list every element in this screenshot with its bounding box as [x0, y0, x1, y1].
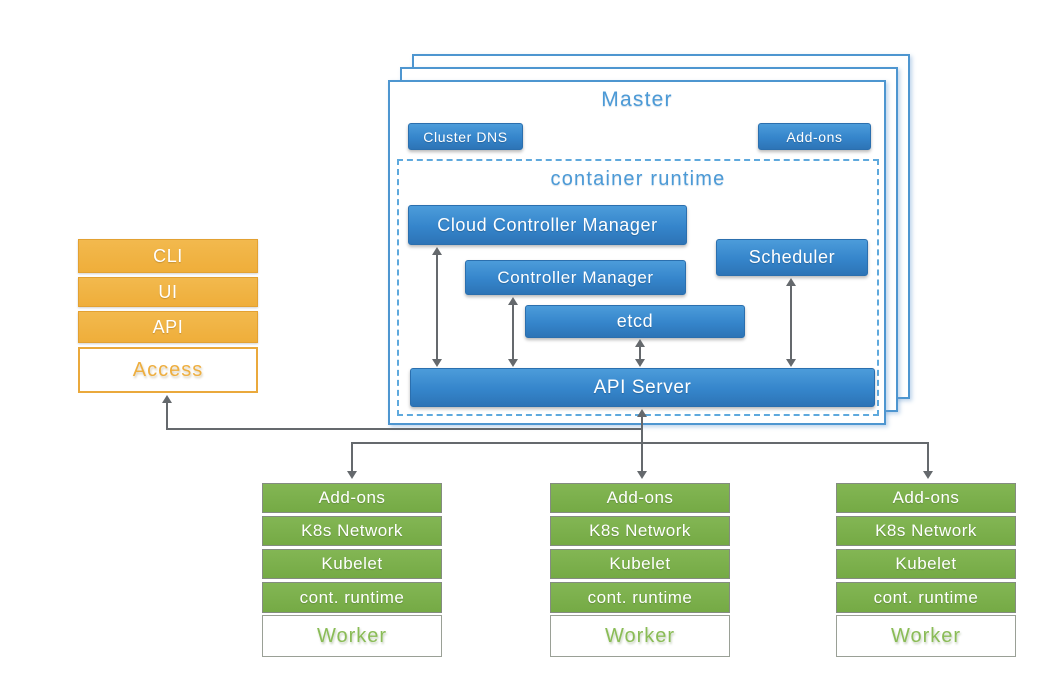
worker1-container-runtime-box: cont. runtime — [262, 582, 442, 613]
worker2-addons-box: Add-ons — [550, 483, 730, 513]
container-runtime-title: container runtime — [550, 168, 726, 190]
cloud-controller-manager-box: Cloud Controller Manager — [408, 205, 687, 245]
worker1-k8s-network-box: K8s Network — [262, 516, 442, 546]
master-title: Master — [601, 88, 673, 111]
worker3-addons-box: Add-ons — [836, 483, 1016, 513]
worker1-kubelet-box: Kubelet — [262, 549, 442, 579]
etcd-box: etcd — [525, 305, 745, 338]
api-server-box: API Server — [410, 368, 875, 407]
worker3-label: Worker — [836, 615, 1016, 657]
worker2-label: Worker — [550, 615, 730, 657]
worker3-container-runtime-box: cont. runtime — [836, 582, 1016, 613]
api-box: API — [78, 311, 258, 343]
controller-manager-box: Controller Manager — [465, 260, 686, 295]
worker2-k8s-network-box: K8s Network — [550, 516, 730, 546]
access-label: Access — [78, 347, 258, 393]
worker1-addons-box: Add-ons — [262, 483, 442, 513]
ui-box: UI — [78, 277, 258, 307]
worker3-k8s-network-box: K8s Network — [836, 516, 1016, 546]
cluster-dns-box: Cluster DNS — [408, 123, 523, 150]
master-addons-box: Add-ons — [758, 123, 871, 150]
cli-box: CLI — [78, 239, 258, 273]
worker1-label: Worker — [262, 615, 442, 657]
worker2-kubelet-box: Kubelet — [550, 549, 730, 579]
worker3-kubelet-box: Kubelet — [836, 549, 1016, 579]
worker2-container-runtime-box: cont. runtime — [550, 582, 730, 613]
scheduler-box: Scheduler — [716, 239, 868, 276]
